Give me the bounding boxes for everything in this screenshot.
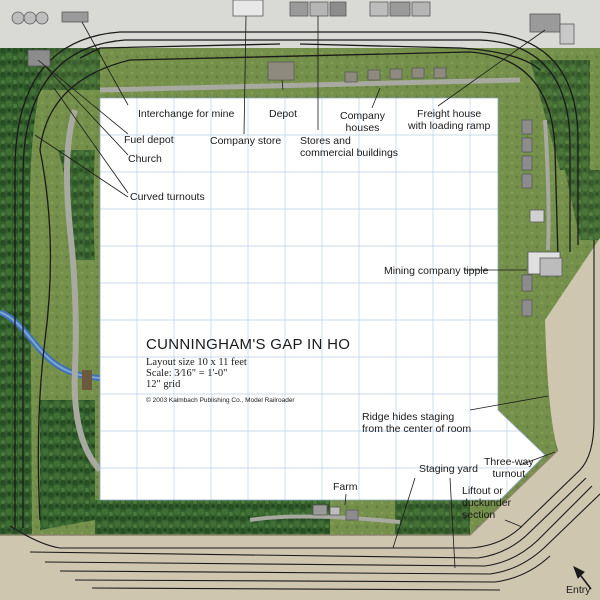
- label-company-store: Company store: [210, 135, 282, 147]
- farm-building: [312, 504, 328, 516]
- left-lower-forest: [40, 400, 95, 530]
- store-building: [309, 1, 329, 17]
- freight-car: [521, 119, 533, 135]
- company-house: [411, 67, 425, 79]
- label-interchange: Interchange for mine: [138, 108, 235, 120]
- store-building: [289, 1, 309, 17]
- staging-tracks: [9, 240, 600, 591]
- store-building: [329, 1, 347, 17]
- label-stores: Stores and commercial buildings: [300, 135, 399, 159]
- shed: [529, 209, 545, 223]
- store-building: [389, 1, 411, 17]
- label-company-houses: Company houses: [340, 110, 385, 134]
- grid-size: 12" grid: [146, 379, 181, 390]
- label-liftout: Liftout or duckunder section: [462, 485, 512, 521]
- bottom-forest: [95, 500, 330, 535]
- farm-building: [345, 509, 359, 521]
- road-bottom: [249, 514, 401, 524]
- freight-car: [521, 137, 533, 153]
- tank-car: [61, 11, 89, 23]
- label-ridge: Ridge hides staging from the center of r…: [362, 411, 472, 435]
- freight-house: [529, 13, 561, 33]
- label-church: Church: [128, 153, 162, 165]
- label-mining-tipple: Mining company tipple: [384, 265, 489, 277]
- mining-tipple-tower: [539, 257, 563, 277]
- company-house: [389, 68, 403, 80]
- river-bridge: [82, 370, 92, 390]
- label-fuel-depot: Fuel depot: [124, 134, 174, 146]
- loading-ramp: [559, 23, 575, 45]
- freight-car: [521, 155, 533, 171]
- map-info: Layout size 10 x 11 feet Scale: 3⁄16" = …: [146, 357, 247, 390]
- depot-building: [267, 61, 295, 81]
- structures: [11, 0, 575, 521]
- company-house: [344, 71, 358, 83]
- copyright: © 2003 Kalmbach Publishing Co., Model Ra…: [146, 397, 295, 404]
- road-top: [99, 77, 521, 93]
- freight-car: [521, 173, 533, 189]
- top-right-forest: [530, 60, 590, 170]
- label-three-way-turnout: Three-way turnout: [484, 456, 534, 480]
- fuel-tank: [23, 11, 37, 25]
- mainline-tracks: [14, 31, 579, 528]
- entry-arrow-icon: [573, 565, 592, 590]
- bottom-right-forest: [395, 500, 470, 535]
- church: [27, 49, 51, 67]
- label-freight-house: Freight house with loading ramp: [408, 108, 491, 132]
- store-building: [369, 1, 389, 17]
- farm-building: [329, 506, 341, 516]
- label-farm: Farm: [333, 481, 358, 493]
- label-staging-yard: Staging yard: [419, 463, 478, 475]
- company-store: [232, 0, 264, 17]
- store-building: [411, 1, 431, 17]
- label-entry: Entry: [566, 584, 591, 596]
- freight-car: [521, 299, 533, 317]
- road-right: [543, 119, 551, 251]
- map-title: CUNNINGHAM'S GAP IN HO: [146, 336, 351, 353]
- left-forest: [0, 48, 48, 535]
- leader-lines: [34, 15, 556, 569]
- fuel-tank: [35, 11, 49, 25]
- fuel-tank: [11, 11, 25, 25]
- label-curved-turnouts: Curved turnouts: [130, 191, 205, 203]
- right-upper-forest: [565, 170, 600, 240]
- label-depot: Depot: [269, 108, 298, 120]
- freight-car: [521, 274, 533, 292]
- company-house: [367, 69, 381, 81]
- road-left: [63, 109, 103, 473]
- company-house: [433, 67, 447, 79]
- layout-size: Layout size 10 x 11 feet: [146, 357, 247, 368]
- map-scale: Scale: 3⁄16" = 1'-0": [146, 368, 228, 379]
